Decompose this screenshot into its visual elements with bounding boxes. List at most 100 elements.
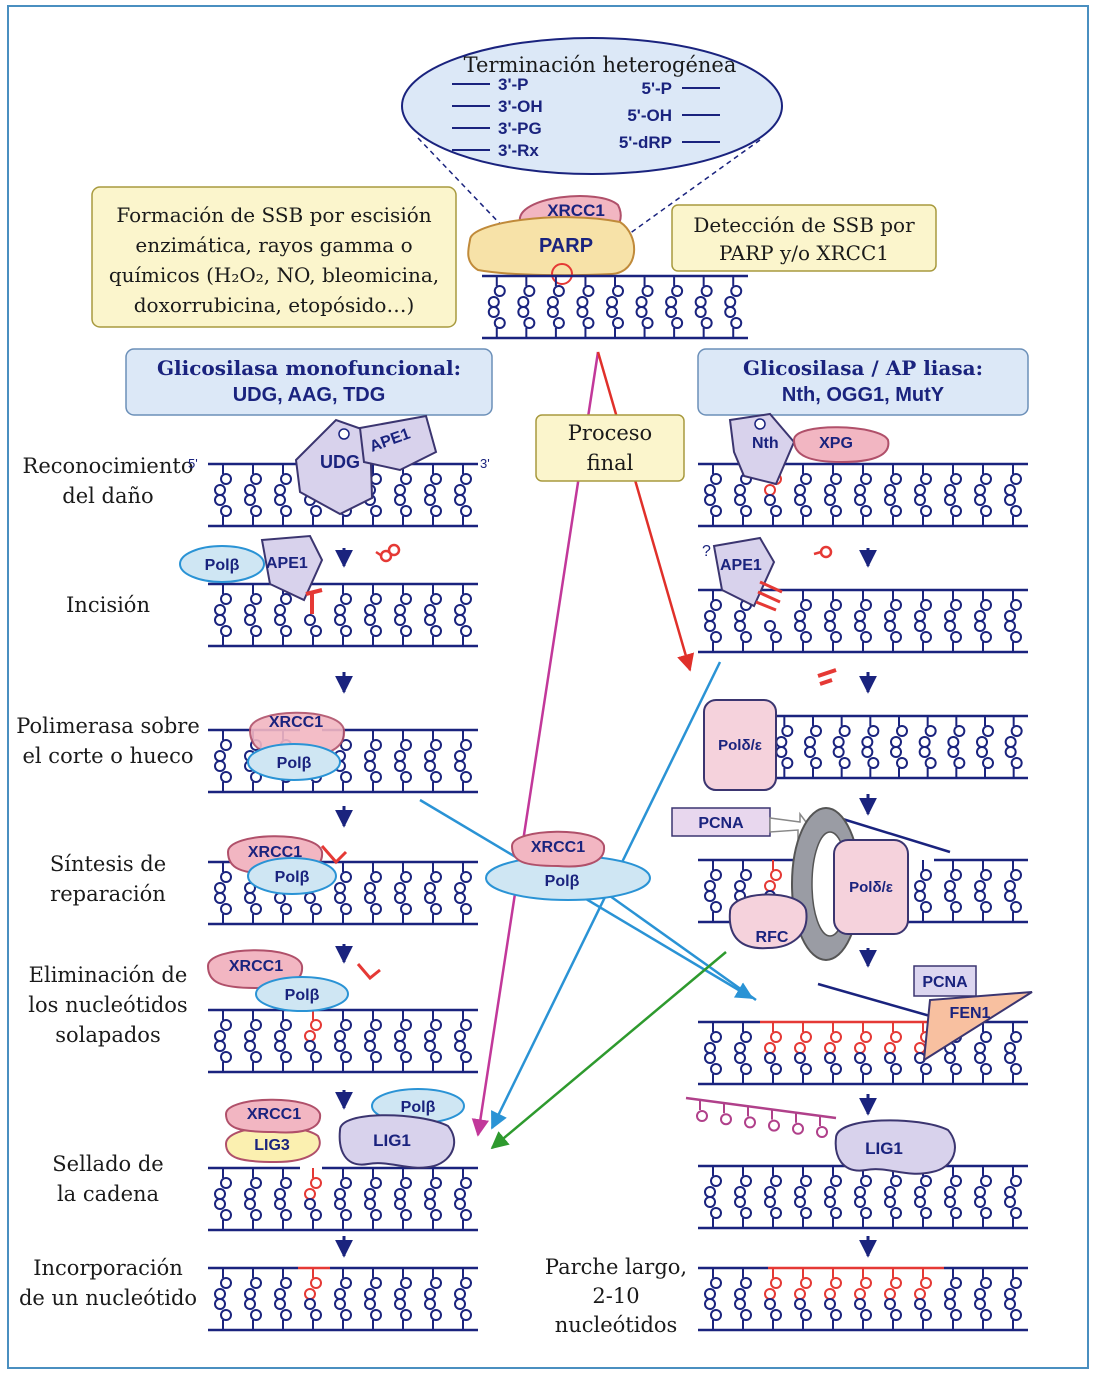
pcna-box-4 <box>671 807 771 837</box>
nucleotide <box>244 892 262 924</box>
nucleotide <box>854 1052 872 1084</box>
nucleotide <box>804 746 822 778</box>
nucleotide <box>764 1166 782 1198</box>
nucleotide <box>424 892 442 924</box>
nucleotide <box>854 464 872 496</box>
nucleotide <box>394 584 412 616</box>
nucleotide <box>1004 620 1022 652</box>
nucleotide <box>364 1040 382 1072</box>
repaired-nucleotide <box>794 1268 812 1300</box>
nucleotide <box>424 464 442 496</box>
nucleotide <box>704 1166 722 1198</box>
nucleotide <box>824 1196 842 1228</box>
nucleotide <box>214 494 232 526</box>
nucleotide <box>424 1010 442 1042</box>
nucleotide <box>244 1168 262 1200</box>
lig1-label-left: LIG1 <box>373 1131 411 1150</box>
ap-lyase-box <box>697 348 1029 416</box>
break-site-marker <box>551 263 573 285</box>
step-label: del daño <box>62 484 153 508</box>
five-prime-label: 5' <box>188 456 198 471</box>
udg-ape1-complex: UDG APE1 <box>294 414 438 516</box>
nucleotide <box>974 494 992 526</box>
nucleotide <box>974 620 992 652</box>
nucleotide <box>764 1052 782 1084</box>
nucleotide <box>334 1010 352 1042</box>
xrcc1-label-5: XRCC1 <box>229 958 283 975</box>
step-label: Síntesis de <box>50 852 166 876</box>
nucleotide <box>214 760 232 792</box>
nucleotide <box>244 1010 262 1042</box>
nucleotide <box>635 306 654 338</box>
nucleotide <box>890 746 908 778</box>
xrcc1-polb-central: Polβ XRCC1 <box>485 830 651 901</box>
repair-synthesis-complex: XRCC1 Polβ <box>226 835 348 895</box>
nucleotide <box>824 590 842 622</box>
nucleotide <box>304 614 322 646</box>
nucleotide <box>334 614 352 646</box>
nth-xpg-complex: Nth XPG <box>728 412 890 486</box>
ligation-right: LIG1 <box>834 1119 956 1175</box>
nucleotide <box>394 862 412 894</box>
polb-label-5: Polβ <box>285 987 320 1004</box>
nucleotide <box>454 862 472 894</box>
three-prime-end-label: 3'-Rx <box>498 141 539 160</box>
nucleotide <box>214 1268 232 1300</box>
nucleotide <box>635 276 654 308</box>
nucleotide <box>947 746 966 778</box>
dna-duplex <box>698 1020 1028 1086</box>
nucleotide <box>884 1298 902 1330</box>
nucleotide <box>794 1166 812 1198</box>
nucleotide <box>454 730 472 762</box>
nucleotide <box>944 464 962 496</box>
nucleotide <box>944 590 962 622</box>
nucleotide <box>424 494 442 526</box>
pold-shape-3 <box>703 699 777 791</box>
nucleotide <box>884 590 902 622</box>
nucleotide <box>454 494 472 526</box>
step-label: de un nucleótido <box>19 1286 197 1310</box>
nucleotide <box>364 1198 382 1230</box>
nucleotide <box>1004 1196 1022 1228</box>
nucleotide <box>974 1052 992 1084</box>
nucleotide <box>1004 890 1022 922</box>
nucleotide <box>1004 464 1022 496</box>
nucleotide <box>454 464 472 496</box>
nucleotide <box>304 1040 322 1072</box>
xrcc1-shape-6 <box>224 1098 322 1134</box>
nucleotide <box>394 730 412 762</box>
step-label: Reconocimiento <box>23 454 194 478</box>
heterogeneous-end-bubble <box>401 37 783 175</box>
five-prime-end-label: 5'-OH <box>627 106 672 125</box>
ap-lyase-title: Glicosilasa / AP liasa: <box>743 356 983 380</box>
nucleotide <box>884 494 902 526</box>
nucleotide <box>704 494 722 526</box>
magenta-arrow <box>471 351 600 1137</box>
repaired-nucleotide <box>794 1022 812 1054</box>
nucleotide <box>364 584 382 616</box>
nucleotide <box>974 1268 992 1300</box>
nucleotide <box>424 1268 442 1300</box>
unknown-factor-mark: ? <box>702 543 711 560</box>
nucleotide <box>884 1196 902 1228</box>
step-label: los nucleótidos <box>28 993 187 1017</box>
nucleotide <box>704 590 722 622</box>
dna-duplex <box>698 588 1028 654</box>
nucleotide <box>487 276 506 308</box>
nucleotide <box>214 1198 232 1230</box>
nucleotide <box>394 1268 412 1300</box>
dna-duplex <box>208 582 478 648</box>
heterogeneous-end-title: Terminación heterogénea <box>464 53 737 77</box>
nucleotide <box>274 1198 292 1230</box>
nucleotide <box>944 860 962 892</box>
nucleotide <box>914 1196 932 1228</box>
nucleotide <box>424 862 442 894</box>
pold-label-4: Polδ/ε <box>849 879 893 896</box>
nucleotide <box>214 1010 232 1042</box>
xpg-shape <box>792 426 890 464</box>
nucleotide <box>334 584 352 616</box>
ape1-shape-1 <box>358 414 438 472</box>
nucleotide <box>334 892 352 924</box>
nucleotide <box>214 730 232 762</box>
